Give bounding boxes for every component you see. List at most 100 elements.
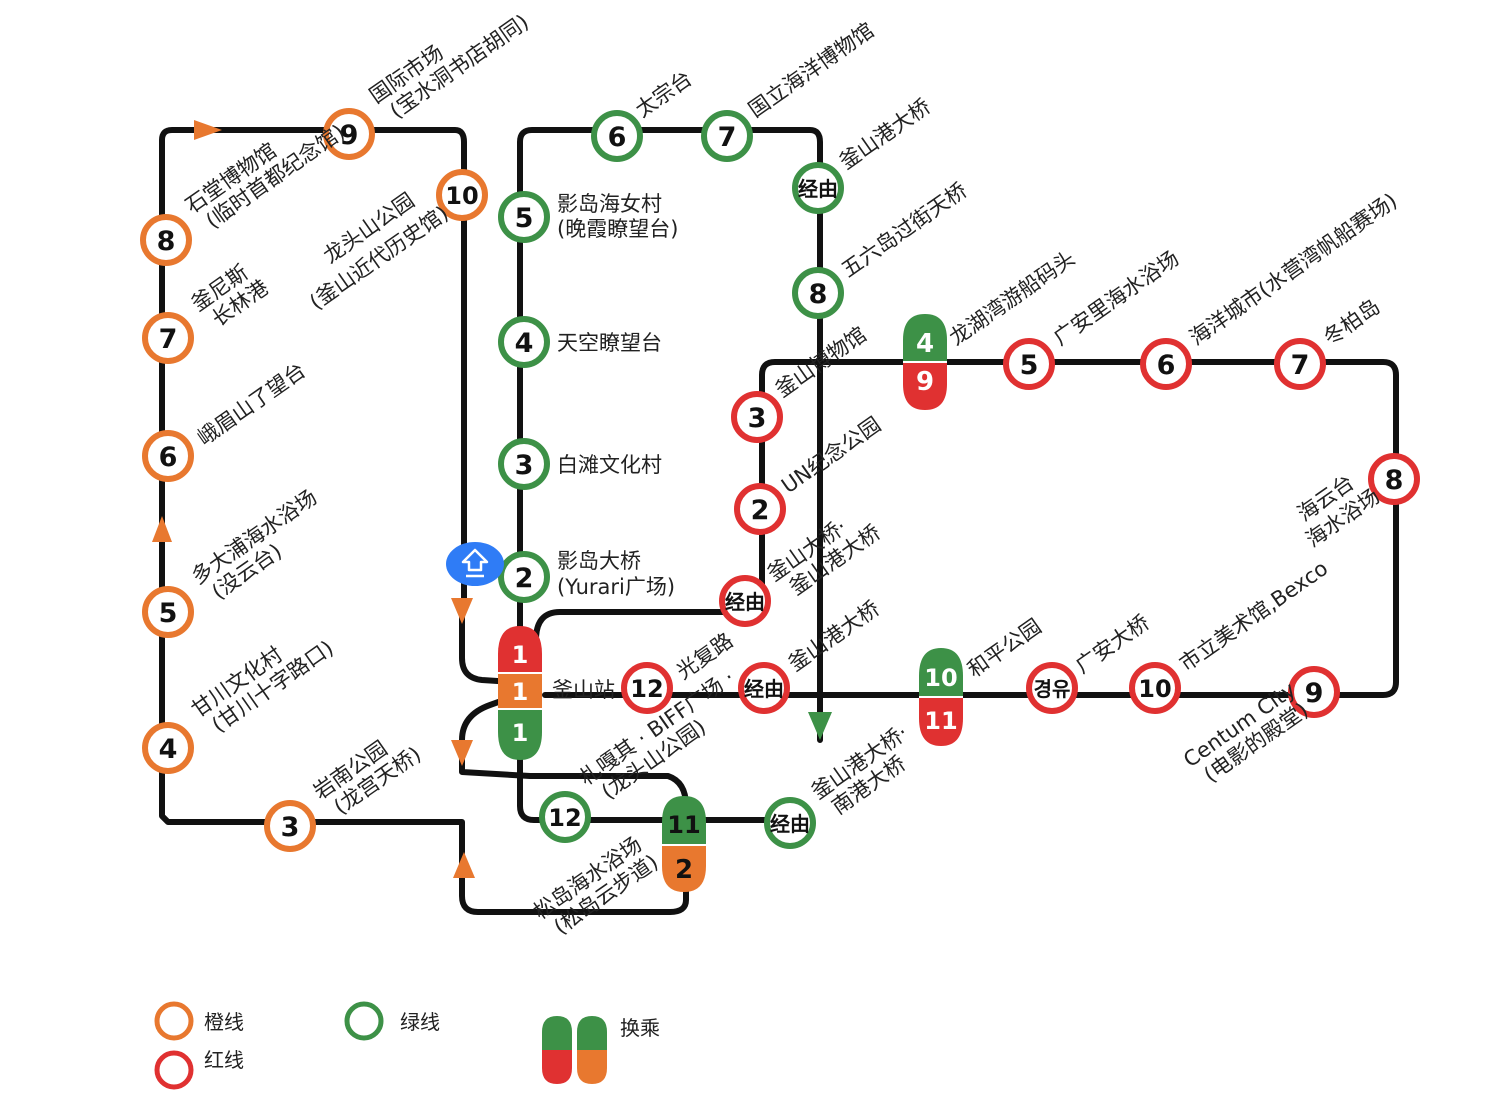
station-red-3[interactable]: 3: [731, 391, 783, 443]
station-orange-10[interactable]: 10: [436, 169, 488, 221]
arrow-down-icon: [451, 740, 473, 766]
station-green-via-1[interactable]: 经由: [792, 162, 844, 214]
station-number: 5: [159, 598, 178, 629]
station-label: 影岛海女村 (晚霞瞭望台): [557, 192, 678, 241]
station-red-9[interactable]: 9: [1288, 666, 1340, 718]
station-red-via-2[interactable]: 경유: [1026, 662, 1078, 714]
station-green-8[interactable]: 8: [792, 267, 844, 319]
station-number: 6: [1157, 350, 1176, 381]
station-green-7[interactable]: 7: [701, 110, 753, 162]
station-label: 釜山港大桥: [835, 94, 935, 174]
transfer-number: 10: [924, 664, 957, 692]
station-green-3[interactable]: 3: [498, 438, 550, 490]
legend-label: 换乘: [620, 1016, 660, 1040]
station-label: 国立海洋博物馆: [744, 18, 878, 122]
transfer-stations: 1 1 1 4 9 10 11 11 2: [498, 314, 963, 892]
station-label: Centum City (电影的殿堂): [1179, 674, 1319, 792]
station-red-8[interactable]: 8: [1368, 453, 1420, 505]
station-label: 多大浦海水浴场 (没云台): [187, 481, 340, 608]
station-label: 釜山港大桥: [784, 596, 884, 676]
station-number: 10: [1138, 675, 1171, 703]
station-label: 釜尼斯 长林港: [187, 256, 273, 336]
station-orange-4[interactable]: 4: [142, 722, 194, 774]
station-number: 3: [281, 812, 300, 843]
station-label: 海洋城市(水营湾帆船赛场): [1185, 189, 1401, 351]
legend-transfer: 换乘: [542, 1016, 660, 1084]
station-orange-5[interactable]: 5: [142, 586, 194, 638]
station-red-7[interactable]: 7: [1274, 338, 1326, 390]
legend-orange: 橙线: [154, 1001, 244, 1041]
station-red-2[interactable]: 2: [734, 483, 786, 535]
station-green-5[interactable]: 5: [498, 191, 550, 243]
transfer-number: 2: [675, 855, 693, 885]
station-label: 釜山港大桥· 南港大桥: [807, 717, 931, 824]
legend-label: 橙线: [204, 1010, 244, 1034]
legend-label: 绿线: [400, 1010, 440, 1034]
station-number: 7: [718, 122, 737, 153]
station-red-via-3[interactable]: 经由: [719, 575, 771, 627]
station-number: 8: [809, 279, 828, 310]
station-number: 10: [445, 182, 478, 210]
station-number: 5: [1020, 350, 1039, 381]
station-number: 경유: [1034, 677, 1071, 701]
transfer-number: 11: [667, 811, 700, 839]
station-number: 经由: [725, 590, 765, 614]
home-arrow-icon[interactable]: [446, 542, 504, 586]
station-label: 釜山站: [552, 678, 615, 702]
transfer-number: 1: [512, 678, 529, 706]
station-number: 2: [515, 563, 534, 594]
arrow-down-icon: [451, 598, 473, 624]
station-green-via-2[interactable]: 经由: [764, 797, 816, 849]
orange-route-line: [459, 607, 515, 685]
station-number: 6: [608, 122, 627, 153]
green-route-line: [517, 737, 803, 823]
station-number: 3: [748, 403, 767, 434]
station-label: 天空瞭望台: [557, 331, 662, 355]
station-number: 12: [548, 804, 581, 832]
station-orange-8[interactable]: 8: [140, 214, 192, 266]
station-number: 4: [515, 328, 534, 359]
station-label: 甘川文化村 (甘川十字路口): [187, 616, 338, 742]
station-number: 4: [159, 734, 178, 765]
station-red-5[interactable]: 5: [1003, 338, 1055, 390]
station-number: 经由: [744, 677, 784, 701]
station-green-6[interactable]: 6: [591, 110, 643, 162]
transfer-number: 1: [512, 641, 529, 669]
station-label: 冬柏岛: [1319, 294, 1384, 350]
station-number: 经由: [798, 177, 838, 201]
station-orange-9[interactable]: 9: [323, 108, 375, 160]
station-number: 7: [1291, 350, 1310, 381]
station-label: 峨眉山了望台: [193, 358, 310, 450]
station-red-10[interactable]: 10: [1129, 662, 1181, 714]
station-green-2[interactable]: 2: [498, 551, 550, 603]
station-number: 9: [1305, 678, 1324, 709]
station-red-6[interactable]: 6: [1140, 338, 1192, 390]
station-number: 6: [159, 442, 178, 473]
station-label: 市立美术馆,Bexco: [1175, 556, 1332, 676]
transfer-4-9[interactable]: 4 9: [903, 314, 947, 410]
legend: 橙线 红线 绿线 换乘: [154, 1001, 660, 1090]
red-route-line: [533, 359, 1399, 698]
legend-red: 红线: [154, 1048, 244, 1090]
station-orange-6[interactable]: 6: [142, 430, 194, 482]
orange-route-line: [159, 127, 689, 915]
station-green-12[interactable]: 12: [539, 791, 591, 843]
direction-arrows: [152, 120, 832, 878]
transfer-10-11[interactable]: 10 11: [919, 648, 963, 746]
station-label: 太宗台: [631, 66, 696, 122]
station-orange-7[interactable]: 7: [142, 312, 194, 364]
station-label: 松岛海水浴场 (松岛云步道): [529, 828, 665, 943]
transfer-number: 11: [924, 707, 957, 735]
station-green-4[interactable]: 4: [498, 316, 550, 368]
station-label: 岩南公园 (龙宫天桥): [309, 722, 425, 823]
station-orange-3[interactable]: 3: [264, 800, 316, 852]
transfer-11-2[interactable]: 11 2: [662, 796, 706, 892]
station-label: 国际市场 (宝水洞书店胡同): [365, 0, 533, 128]
station-number: 8: [1385, 465, 1404, 496]
station-number: 5: [515, 203, 534, 234]
station-red-12[interactable]: 12: [621, 662, 673, 714]
station-red-via-1[interactable]: 经由: [738, 662, 790, 714]
orange-stations: 3 4 5 6 7 8 9 10: [140, 108, 488, 852]
transfer-busan-station[interactable]: 1 1 1: [498, 626, 542, 760]
